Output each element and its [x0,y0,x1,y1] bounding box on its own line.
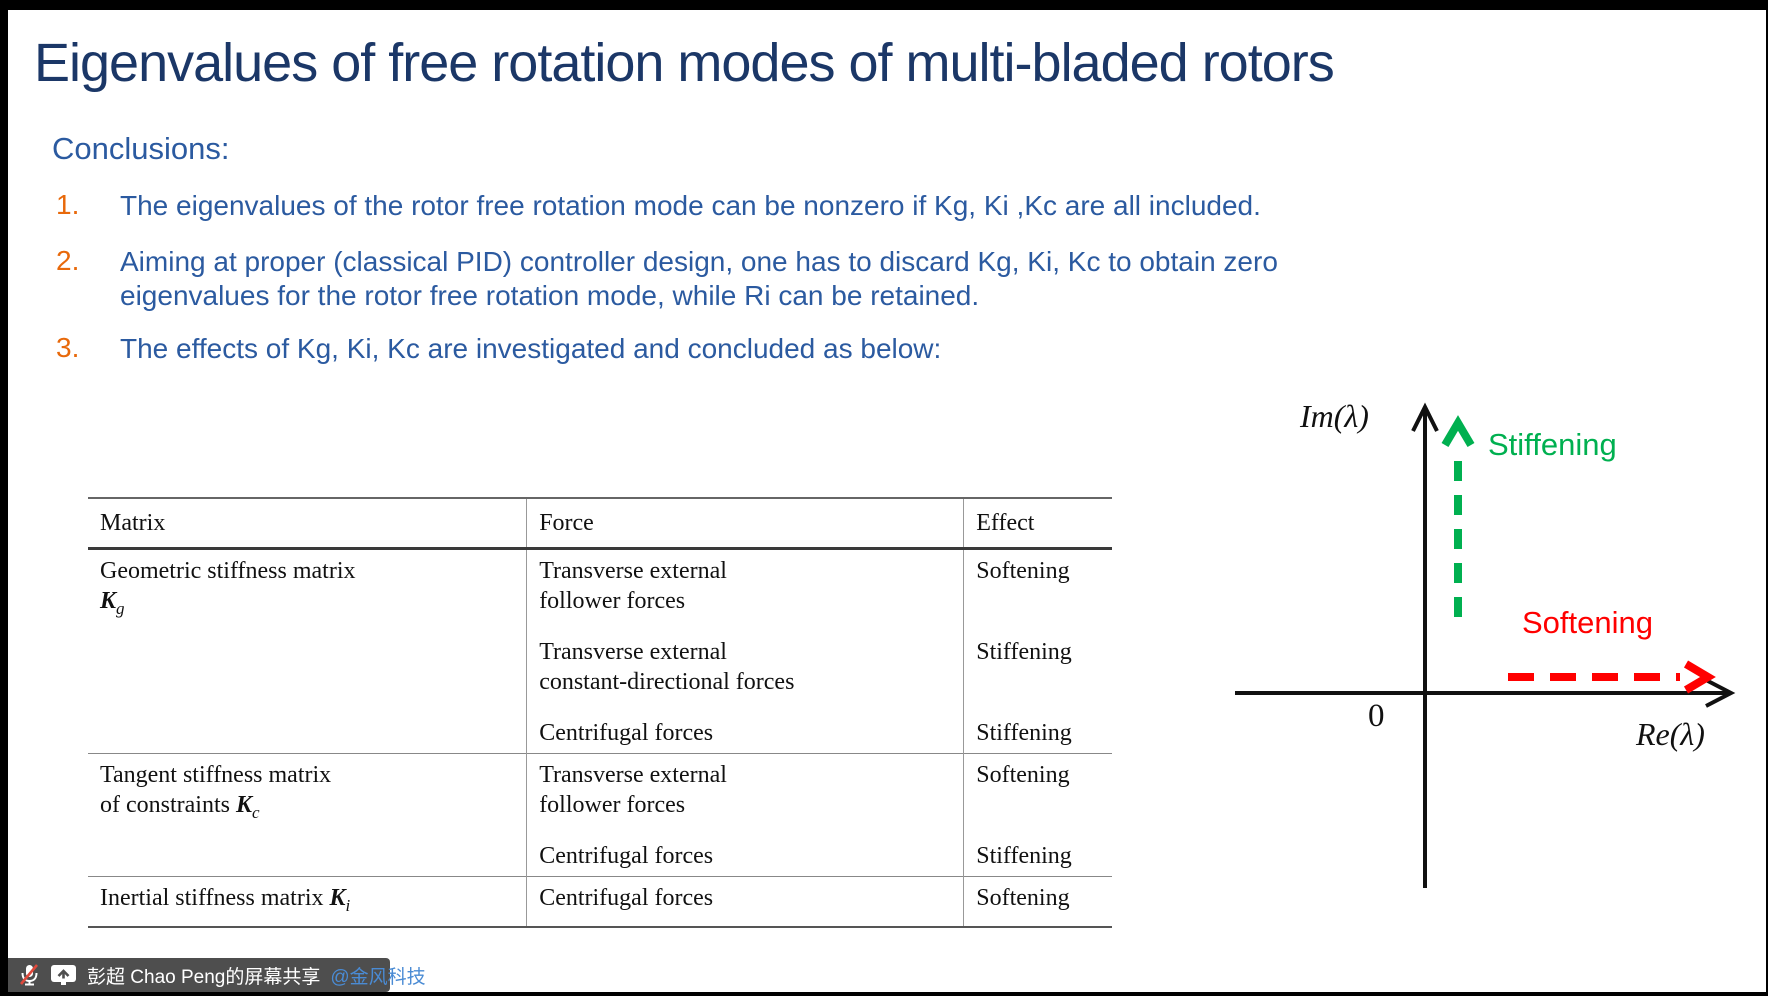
matrix-cell-kc: Tangent stiffness matrix of constraints … [88,753,528,877]
matrix-subscript: g [116,598,125,618]
stiffening-label: Stiffening [1488,427,1617,462]
screen-share-bar: 彭超 Chao Peng的屏幕共享 @金风科技 [8,958,426,992]
force-cell: Transverse external constant-directional… [526,621,965,702]
force-cell: Transverse external follower forces [526,753,965,825]
matrix-symbol: K [100,588,117,614]
effect-cell: Stiffening [976,720,1072,746]
im-axis-arrowhead [1411,402,1439,432]
item-text: The eigenvalues of the rotor free rotati… [120,190,1261,221]
screen-share-icon [51,965,76,985]
header-matrix: Matrix [88,498,528,550]
share-bar-text: 彭超 Chao Peng的屏幕共享 [87,966,321,988]
matrix-symbol: K [235,792,252,818]
origin-label: 0 [1368,698,1385,734]
re-axis-arrowhead [1705,678,1736,708]
item-number: 3. [56,332,80,363]
header-effect: Effect [963,498,1112,550]
softening-arrowhead [1683,660,1716,694]
item-number: 2. [56,245,80,276]
effects-table: Matrix Force Effect Geometric stiffness … [88,497,1112,928]
matrix-cell-kg: Geometric stiffness matrix Kg [88,548,528,754]
matrix-subscript: c [252,802,260,822]
conclusions-heading: Conclusions: [52,131,230,166]
table-row: Geometric stiffness matrix Kg Transverse… [88,548,1112,754]
header-force: Force [526,498,965,550]
table-row: Inertial stiffness matrix Ki Centrifugal… [88,875,1112,927]
matrix-cell-ki: Inertial stiffness matrix Ki [88,875,528,927]
item-text: Aiming at proper (classical PID) control… [120,246,1278,312]
item-text: The effects of Kg, Ki, Kc are investigat… [120,333,942,364]
force-cell: Centrifugal forces [526,825,965,877]
table-row: Centrifugal forces Stiffening [88,825,1112,877]
force-cell: Centrifugal forces [526,702,965,754]
conclusion-item-2: 2. Aiming at proper (classical PID) cont… [56,245,1420,313]
table-row: Centrifugal forces Stiffening [88,702,1112,754]
item-number: 1. [56,189,80,220]
mic-muted-icon [20,964,38,986]
re-axis-label: Re(λ) [1636,716,1705,752]
effect-cell: Softening [963,753,1112,825]
stiffening-arrowhead [1441,415,1475,448]
matrix-symbol: K [329,885,346,911]
table-header-row: Matrix Force Effect [88,498,1112,550]
conclusion-item-1: 1. The eigenvalues of the rotor free rot… [56,189,1420,223]
force-cell: Transverse external follower forces [526,548,965,621]
effect-cell: Stiffening [976,843,1072,869]
softening-label: Softening [1522,605,1653,640]
slide-title: Eigenvalues of free rotation modes of mu… [34,33,1335,93]
table-row: Tangent stiffness matrix of constraints … [88,753,1112,877]
force-cell: Centrifugal forces [526,875,965,927]
matrix-subscript: i [345,895,351,915]
im-axis-label: Im(λ) [1300,398,1369,434]
effect-cell: Stiffening [976,639,1072,665]
table-row: Transverse external constant-directional… [88,621,1112,702]
eigenvalue-plane-diagram [1235,402,1736,888]
effect-cell: Softening [976,558,1070,584]
conclusion-item-3: 3. The effects of Kg, Ki, Kc are investi… [56,332,1420,366]
effect-cell: Softening [963,875,1112,927]
share-bar-mention-link[interactable]: @金风科技 [330,966,426,988]
